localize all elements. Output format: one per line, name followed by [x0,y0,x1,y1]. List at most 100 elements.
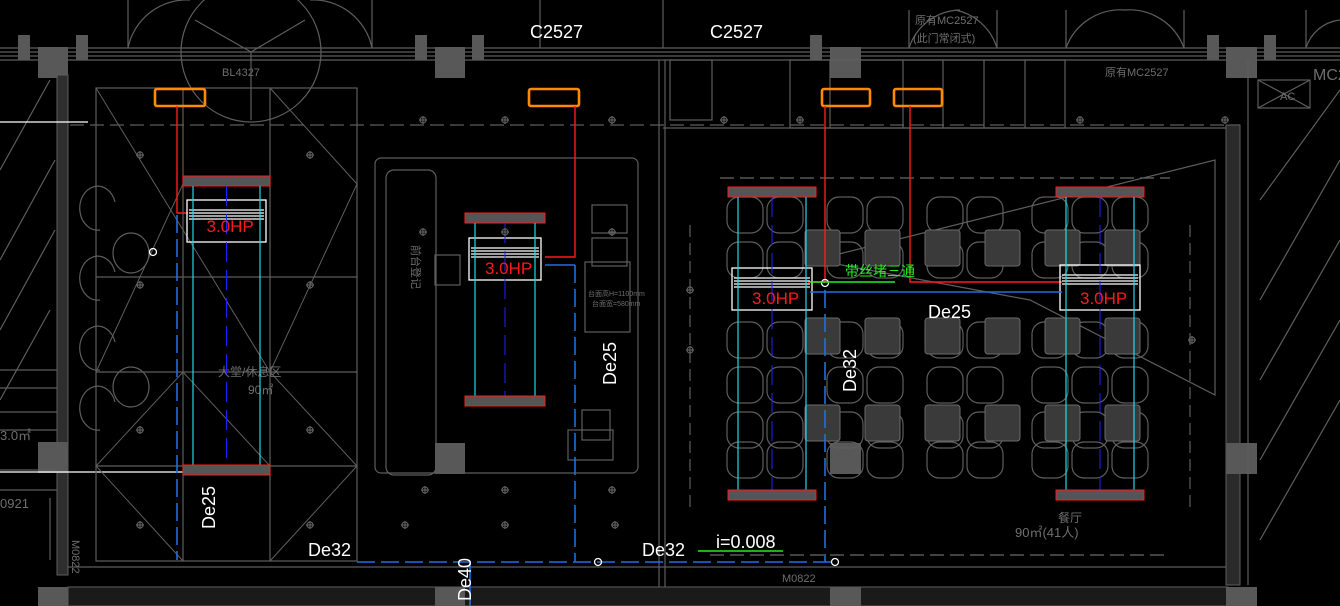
table [804,317,841,355]
door-note-cut: MC2 [1313,67,1340,84]
table [924,317,961,355]
chair [966,366,1004,404]
light-fixture-icon [136,426,144,434]
counter-height-label: 台面高H=1100mm [588,289,645,298]
ac-box: AC [1257,79,1311,109]
light-fixture-icon [419,116,427,124]
table [864,229,901,267]
counter-width-label: 台面宽=580mm [592,299,641,308]
chair [826,441,864,479]
table [984,229,1021,267]
pipe-label-de40: De40 [455,558,475,601]
unit-capacity-label: 3.0HP [1080,289,1127,308]
tee-note: 带丝堵三通 [845,263,915,279]
chair [866,366,904,404]
slope-label: i=0.008 [716,532,776,552]
table [864,317,901,355]
table [1104,404,1141,442]
indoor-units: 3.0HP 3.0HP 3.0HP 3.0HP [182,175,1145,501]
table [924,229,961,267]
light-fixture-icon [136,521,144,529]
chair [726,366,764,404]
lobby-ceiling-grid [95,87,358,562]
table [1104,229,1141,267]
table [804,229,841,267]
chair [966,196,1004,234]
indoor-unit[interactable]: 3.0HP [1055,186,1145,501]
table [1044,317,1081,355]
chair [726,196,764,234]
light-fixture-icon [136,151,144,159]
table [804,404,841,442]
pipe-label-de32-restaurant: De32 [840,349,860,392]
restaurant-layout [689,159,1216,556]
light-fixture-icon [306,281,314,289]
light-fixture-icon [611,521,619,529]
chair [1031,196,1069,234]
chair [866,441,904,479]
left-wall [0,74,185,576]
light-fixture-icon [686,286,694,294]
revolving-door [180,0,322,123]
chair [1031,366,1069,404]
lobby-chairs [79,185,150,431]
light-fixture-icon [421,486,429,494]
light-fixture-icon [501,116,509,124]
chair [726,321,764,359]
chair [766,441,804,479]
unit-capacity-label: 3.0HP [752,289,799,308]
tee-fitting: 带丝堵三通 [810,263,915,283]
chair [766,366,804,404]
pipe-label-de32-main: De32 [642,540,685,560]
light-fixture-icon [796,116,804,124]
window-label-c2527-b: C2527 [710,22,763,42]
chair [1071,441,1109,479]
light-fixture-icon [306,521,314,529]
light-fixture-icon [306,426,314,434]
bottom-wall [38,566,1257,606]
light-fixture-icon [1076,116,1084,124]
table [984,404,1021,442]
light-fixture-icon [306,151,314,159]
indoor-unit[interactable]: 3.0HP [727,186,817,501]
pipe-label-de25-restaurant: De25 [928,302,971,322]
chair [1071,366,1109,404]
lobby-room-name: 大堂/休息区 [218,364,281,379]
table [1044,404,1081,442]
indoor-unit[interactable]: 3.0HP [464,212,546,407]
light-fixture-icon [720,116,728,124]
window-label-c2527-a: C2527 [530,22,583,42]
lobby-room-area: 90㎡ [248,383,273,397]
table [984,317,1021,355]
chair [726,441,764,479]
light-fixture-icon [686,346,694,354]
chair [1111,196,1149,234]
chair [726,411,764,449]
chair [826,366,864,404]
table [924,404,961,442]
light-fixture-icon [501,228,509,236]
outdoor-grilles [153,87,944,108]
grille-1 [153,87,207,108]
door-label-bl4327: BL4327 [222,67,260,79]
indoor-unit[interactable]: 3.0HP [182,175,271,476]
light-fixture-icon [1188,336,1196,344]
light-fixture-icon [608,228,616,236]
ceiling-lights [136,116,1229,529]
left-door-label: 0921 [0,496,29,511]
chair [766,321,804,359]
table [1044,229,1081,267]
chair [826,196,864,234]
reception-area [374,157,639,476]
chair [1111,441,1149,479]
restaurant-seating [726,196,1149,479]
left-room-area: 3.0㎡ [0,428,31,443]
light-fixture-icon [608,116,616,124]
light-fixture-icon [501,486,509,494]
light-fixture-icon [136,281,144,289]
grille-4 [892,87,944,108]
pipe-label-de25-reception: De25 [600,342,620,385]
chair [1111,366,1149,404]
chair [766,411,804,449]
